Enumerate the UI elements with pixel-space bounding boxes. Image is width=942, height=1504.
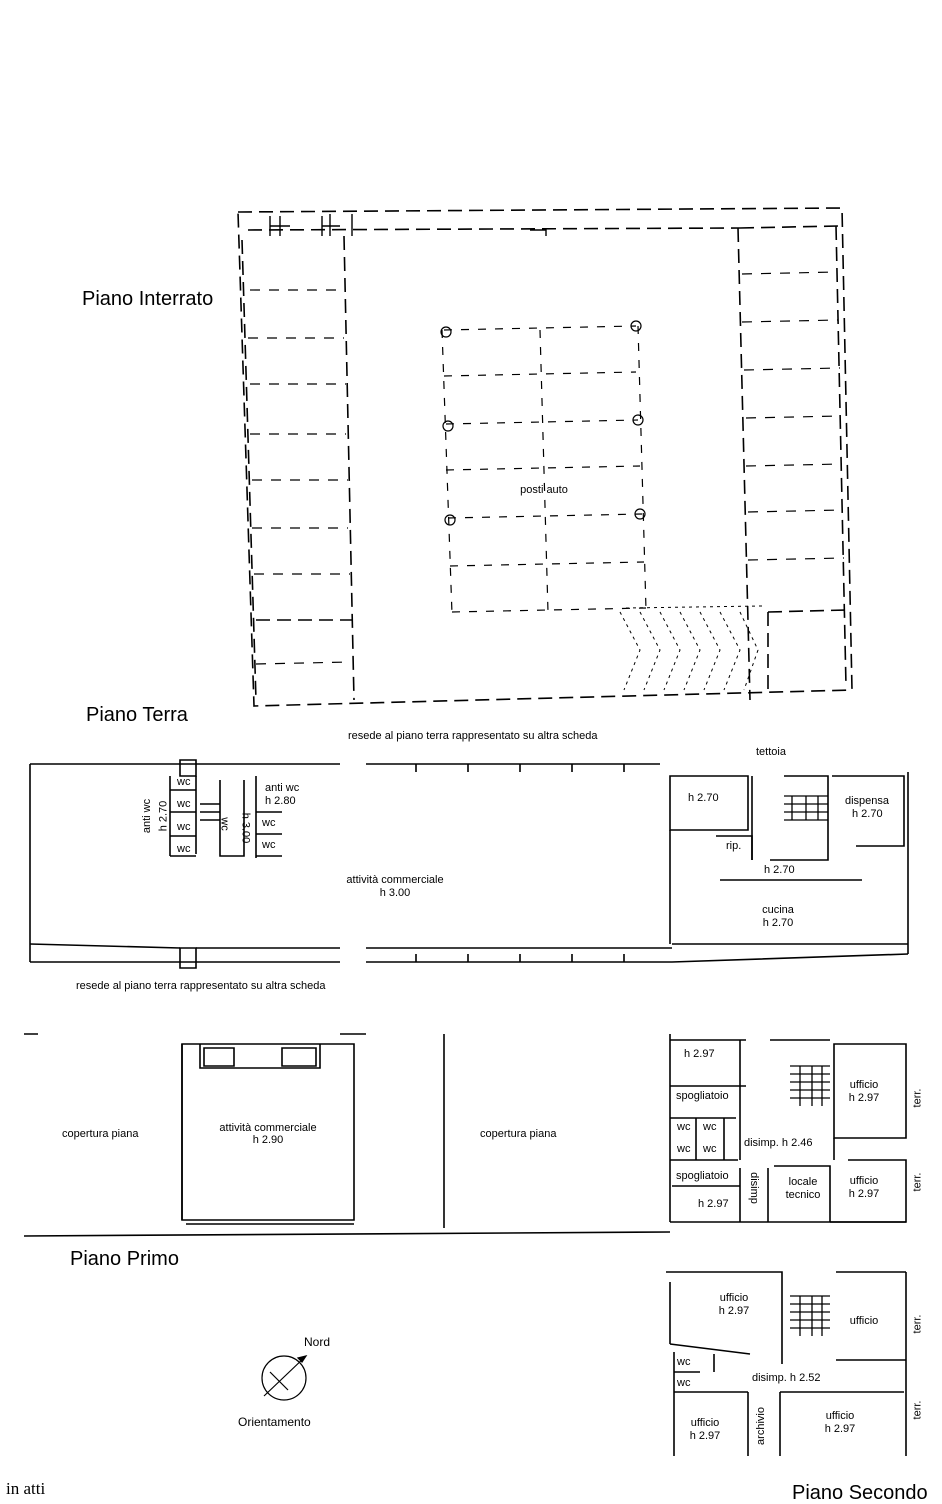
- label-attivita-primo-h: h 2.90: [252, 1134, 284, 1146]
- label-attivita-primo: attività commerciale: [219, 1122, 317, 1134]
- first-floor-plan: [23, 1033, 907, 1237]
- label-secondo-ufficio-3-h: h 2.97: [689, 1430, 721, 1442]
- label-primo-ufficio-2-h: h 2.97: [848, 1188, 880, 1200]
- label-secondo-terr-2: terr.: [911, 1400, 924, 1420]
- label-antiwc-right-h: h 2.80: [265, 795, 296, 807]
- second-floor-stair: [790, 1295, 830, 1336]
- label-secondo-ufficio-3: ufficio: [690, 1417, 720, 1429]
- label-primo-ufficio-1-h: h 2.97: [848, 1092, 880, 1104]
- label-primo-ufficio-2: ufficio: [849, 1175, 879, 1187]
- basement-corner-circles: [440, 320, 646, 526]
- label-primo-disimp-vert: disimp: [747, 1172, 760, 1204]
- label-terra-wc-6: wc: [262, 839, 276, 851]
- resede-note-top: resede al piano terra rappresentato su a…: [348, 730, 598, 742]
- label-rip: rip.: [726, 840, 742, 852]
- label-terra-wc-vert: wc: [218, 817, 231, 831]
- basement-stair-marks: [269, 214, 547, 236]
- label-spogliatoio-2: spogliatoio: [676, 1170, 729, 1182]
- label-secondo-disimp: disimp. h 2.52: [752, 1372, 821, 1384]
- label-antiwc-left-h: h 2.70: [157, 800, 170, 832]
- label-spogliatoio-1: spogliatoio: [676, 1090, 729, 1102]
- label-terra-wc-h3: h 3.00: [239, 812, 252, 844]
- label-terra-wc-1: wc: [177, 776, 191, 788]
- label-antiwc-left: anti wc: [141, 798, 154, 834]
- basement-ramp: [619, 605, 763, 691]
- label-primo-wc-3: wc: [677, 1143, 691, 1155]
- floor-title-secondo: Piano Secondo: [792, 1482, 928, 1504]
- label-primo-h297-bottom: h 2.97: [698, 1198, 729, 1210]
- label-room-h270: h 2.70: [688, 792, 719, 804]
- label-primo-ufficio-1: ufficio: [849, 1079, 879, 1091]
- label-attivita-terra-h: h 3.00: [379, 887, 411, 899]
- ground-floor-stair: [784, 795, 828, 821]
- label-attivita-terra: attività commerciale: [346, 874, 444, 886]
- label-cucina: cucina: [762, 904, 794, 916]
- label-secondo-wc-2: wc: [677, 1377, 691, 1389]
- label-primo-h297-top: h 2.97: [684, 1048, 715, 1060]
- label-cucina-h: h 2.70: [762, 917, 794, 929]
- label-primo-terr-1: terr.: [911, 1088, 924, 1108]
- label-secondo-ufficio-1: ufficio: [719, 1292, 749, 1304]
- floor-title-terra: Piano Terra: [86, 704, 188, 726]
- floor-title-primo: Piano Primo: [70, 1248, 179, 1270]
- label-posti-auto: posti auto: [520, 484, 568, 496]
- label-primo-terr-2: terr.: [911, 1172, 924, 1192]
- floor-title-interrato: Piano Interrato: [82, 288, 214, 310]
- label-dispensa: dispensa: [845, 795, 890, 807]
- basement-parking-center: [441, 325, 647, 615]
- label-tecnico: tecnico: [785, 1189, 821, 1201]
- label-terra-wc-2: wc: [177, 798, 191, 810]
- label-secondo-ufficio-2: ufficio: [849, 1315, 879, 1327]
- in-atti-note: in atti: [6, 1479, 46, 1498]
- resede-note-bottom: resede al piano terra rappresentato su a…: [76, 980, 326, 992]
- compass-north-label: Nord: [304, 1335, 331, 1349]
- compass-orientation-label: Orientamento: [238, 1415, 311, 1429]
- label-dispensa-h: h 2.70: [852, 808, 883, 820]
- label-copertura-left: copertura piana: [62, 1128, 139, 1140]
- label-secondo-ufficio-4-h: h 2.97: [824, 1423, 856, 1435]
- label-primo-disimp: disimp. h 2.46: [744, 1137, 813, 1149]
- label-archivio: archivio: [754, 1407, 767, 1445]
- basement-parking-right: [741, 271, 845, 561]
- label-copertura-right: copertura piana: [480, 1128, 557, 1140]
- label-locale: locale: [788, 1176, 818, 1188]
- label-secondo-ufficio-1-h: h 2.97: [718, 1305, 750, 1317]
- label-secondo-ufficio-4: ufficio: [825, 1410, 855, 1422]
- label-antiwc-right: anti wc: [265, 782, 300, 794]
- label-terra-wc-3: wc: [177, 821, 191, 833]
- second-floor-plan: [666, 1271, 907, 1456]
- label-terra-wc-5: wc: [262, 817, 276, 829]
- label-tettoia: tettoia: [756, 746, 786, 758]
- basement-plan: [237, 207, 853, 707]
- label-secondo-terr-1: terr.: [911, 1314, 924, 1334]
- label-primo-wc-4: wc: [703, 1143, 717, 1155]
- basement-parking-left: [248, 289, 351, 665]
- label-corridor-h: h 2.70: [764, 864, 795, 876]
- label-primo-wc-1: wc: [677, 1121, 691, 1133]
- compass-rose: [261, 1355, 308, 1401]
- label-terra-wc-4: wc: [177, 843, 191, 855]
- label-secondo-wc-1: wc: [677, 1356, 691, 1368]
- first-floor-stair: [790, 1065, 830, 1106]
- label-primo-wc-2: wc: [703, 1121, 717, 1133]
- ground-floor-plan: [29, 759, 909, 969]
